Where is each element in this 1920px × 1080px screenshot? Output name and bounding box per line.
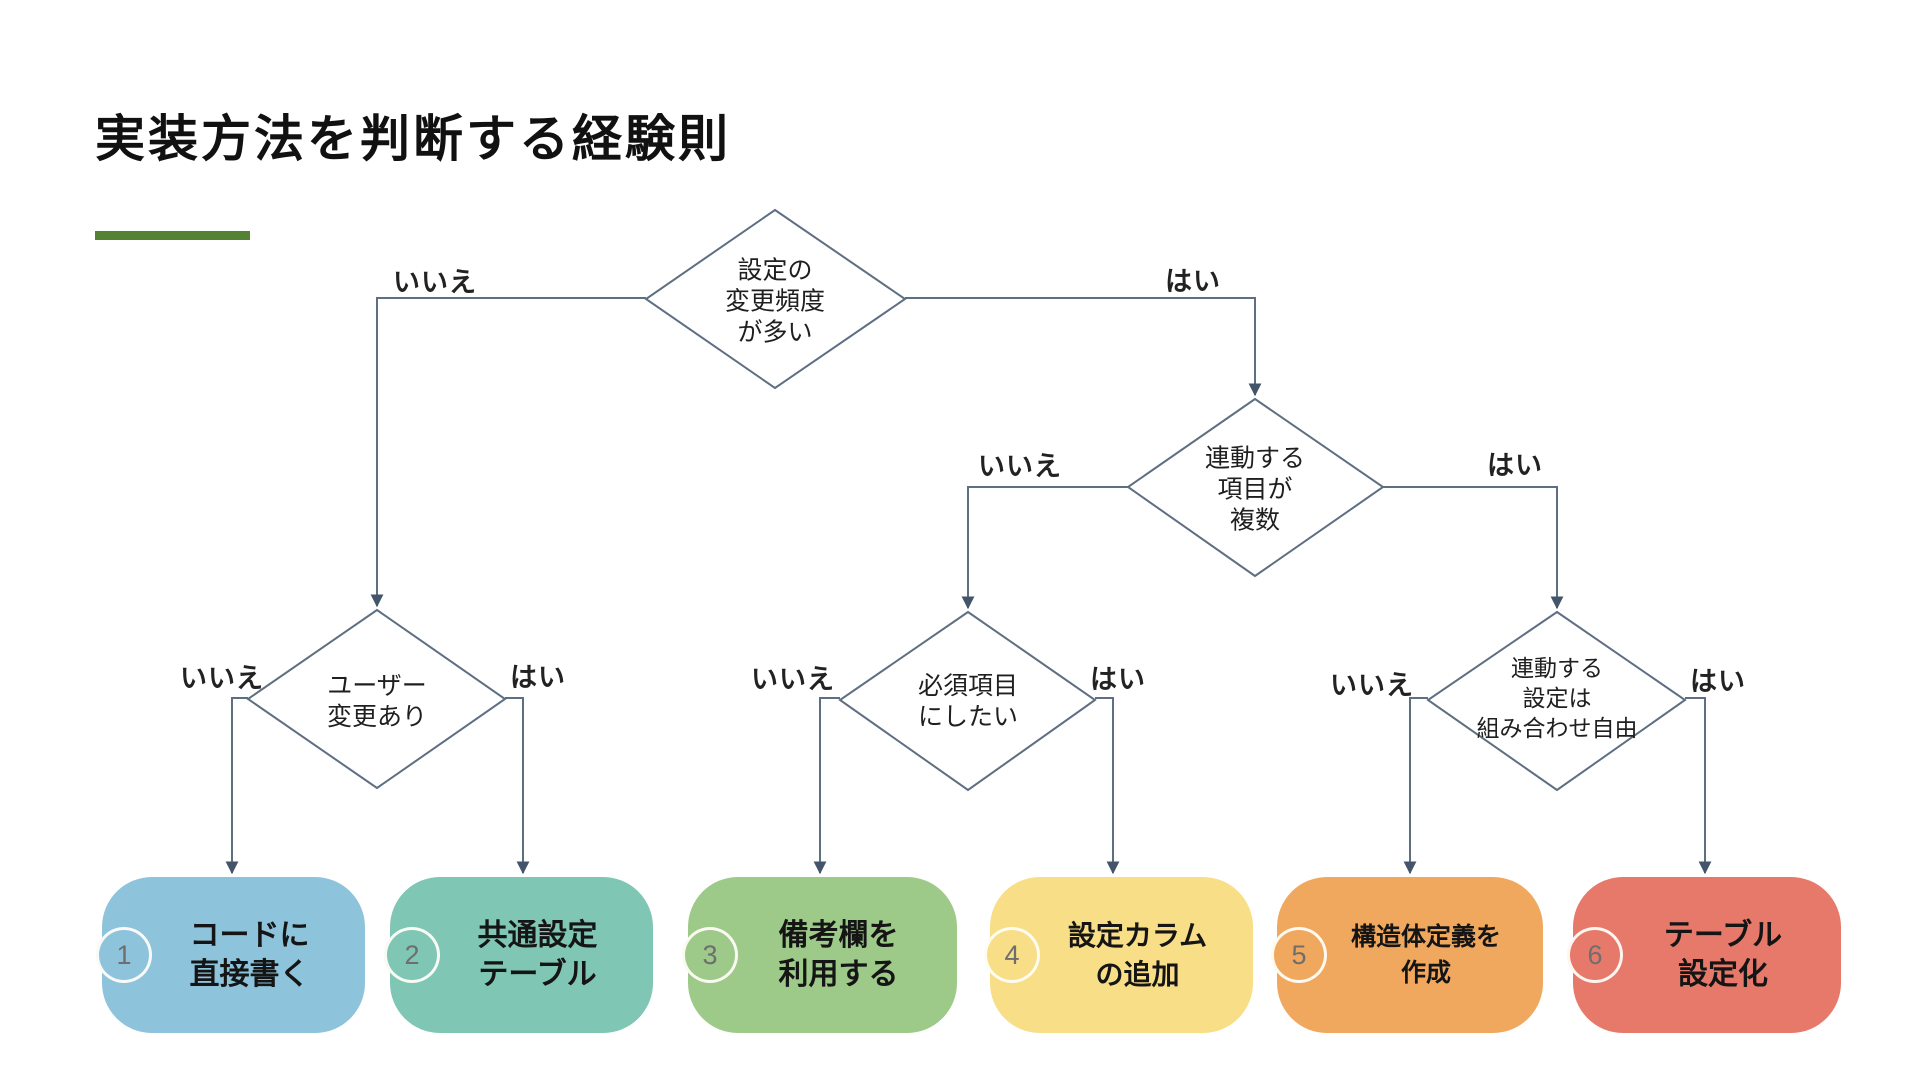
result-4-line-2: の追加 <box>1095 959 1180 990</box>
title-accent-bar <box>95 231 250 240</box>
connector-d3-yes <box>1383 486 1564 610</box>
branch-label-d5-no: いいえ <box>1330 670 1414 701</box>
result-4-line-1: 設定カラム <box>1067 920 1208 951</box>
branch-label-d1-yes: はい <box>1165 266 1221 297</box>
result-4-number: 4 <box>1004 939 1020 970</box>
decision-diamond-1 <box>644 208 907 390</box>
result-5-line-1: 構造体定義を <box>1350 923 1501 951</box>
branch-label-d5-yes: はい <box>1690 666 1746 697</box>
connector-d1-yes <box>905 297 1262 397</box>
branch-label-d4-yes: はい <box>1090 664 1146 695</box>
decision-1-line-2: 変更頻度 <box>724 287 826 316</box>
result-2-number-badge: 2 <box>384 927 440 983</box>
result-5-number-badge: 5 <box>1271 927 1327 983</box>
result-5-number: 5 <box>1291 939 1307 970</box>
connector-d3-no <box>961 486 1128 610</box>
result-6-line-2: 設定化 <box>1677 958 1768 991</box>
branch-label-d2-yes: はい <box>510 662 566 693</box>
decision-3-text: 連動する 項目が 複数 <box>1205 444 1305 537</box>
connector-d2-yes <box>505 697 530 875</box>
decision-diamond-5 <box>1426 610 1687 792</box>
decision-5-line-1: 連動する <box>1511 655 1603 681</box>
decision-diamond-3 <box>1126 397 1385 578</box>
result-3-number-badge: 3 <box>682 927 738 983</box>
result-box-4: 4 設定カラム の追加 <box>984 877 1253 1033</box>
result-box-5: 5 構造体定義を 作成 <box>1271 877 1543 1033</box>
decision-diamond-2 <box>246 608 507 790</box>
decision-diamond-4 <box>838 610 1097 792</box>
decision-2-line-2: 変更あり <box>326 703 428 731</box>
connector-d4-no <box>813 697 840 875</box>
decision-5-line-3: 組み合わせ自由 <box>1476 715 1638 741</box>
decision-2-line-1: ユーザー <box>327 672 427 700</box>
result-box-2: 2 共通設定 テーブル <box>384 877 653 1033</box>
result-6-label: テーブル 設定化 <box>1664 916 1782 994</box>
result-6-line-1: テーブル <box>1663 919 1783 952</box>
connector-d1-no <box>370 297 646 608</box>
result-4-number-badge: 4 <box>984 927 1040 983</box>
result-3-line-2: 利用する <box>778 958 899 991</box>
branch-label-d3-no: いいえ <box>978 451 1062 482</box>
decision-1-line-1: 設定の <box>737 256 813 285</box>
result-1-line-1: コードに <box>189 919 310 952</box>
decision-3-line-2: 項目が <box>1217 475 1293 504</box>
result-6-number-badge: 6 <box>1567 927 1623 983</box>
result-1-label: コードに 直接書く <box>190 916 310 994</box>
decision-4-line-1: 必須項目 <box>917 672 1019 700</box>
connector-d5-no <box>1403 697 1428 875</box>
result-1-number: 1 <box>116 939 132 970</box>
decision-3-line-1: 連動する <box>1204 444 1306 473</box>
result-box-6: 6 テーブル 設定化 <box>1567 877 1841 1033</box>
result-6-number: 6 <box>1587 939 1603 970</box>
connector-d2-no <box>225 697 248 875</box>
result-3-line-1: 備考欄を <box>778 919 899 952</box>
decision-4-text: 必須項目 にしたい <box>918 671 1018 733</box>
decision-3-line-3: 複数 <box>1229 506 1281 535</box>
result-2-line-2: テーブル <box>478 958 597 991</box>
result-1-line-2: 直接書く <box>189 958 310 991</box>
branch-label-d2-no: いいえ <box>180 663 264 694</box>
result-2-line-1: 共通設定 <box>477 919 598 952</box>
connector-d5-yes <box>1685 697 1712 875</box>
slide-title: 実装方法を判断する経験則 <box>95 111 731 167</box>
branch-label-d4-no: いいえ <box>751 664 835 695</box>
decision-5-text: 連動する 設定は 組み合わせ自由 <box>1477 653 1638 743</box>
decision-4-line-2: にしたい <box>917 703 1019 731</box>
result-3-number: 3 <box>702 939 718 970</box>
decision-1-text: 設定の 変更頻度 が多い <box>725 256 825 349</box>
decision-5-line-2: 設定は <box>1522 685 1592 711</box>
result-1-number-badge: 1 <box>96 927 152 983</box>
result-3-label: 備考欄を 利用する <box>779 916 899 994</box>
result-2-number: 2 <box>404 939 420 970</box>
decision-2-text: ユーザー 変更あり <box>327 671 427 733</box>
result-5-line-2: 作成 <box>1400 959 1451 987</box>
result-2-label: 共通設定 テーブル <box>478 916 598 994</box>
result-box-3: 3 備考欄を 利用する <box>682 877 957 1033</box>
branch-label-d3-yes: はい <box>1487 450 1543 481</box>
result-5-label: 構造体定義を 作成 <box>1351 919 1501 991</box>
result-4-label: 設定カラム の追加 <box>1068 916 1207 994</box>
result-box-1: 1 コードに 直接書く <box>96 877 365 1033</box>
decision-1-line-3: が多い <box>737 318 813 347</box>
connector-d4-yes <box>1095 697 1120 875</box>
branch-label-d1-no: いいえ <box>393 267 477 298</box>
